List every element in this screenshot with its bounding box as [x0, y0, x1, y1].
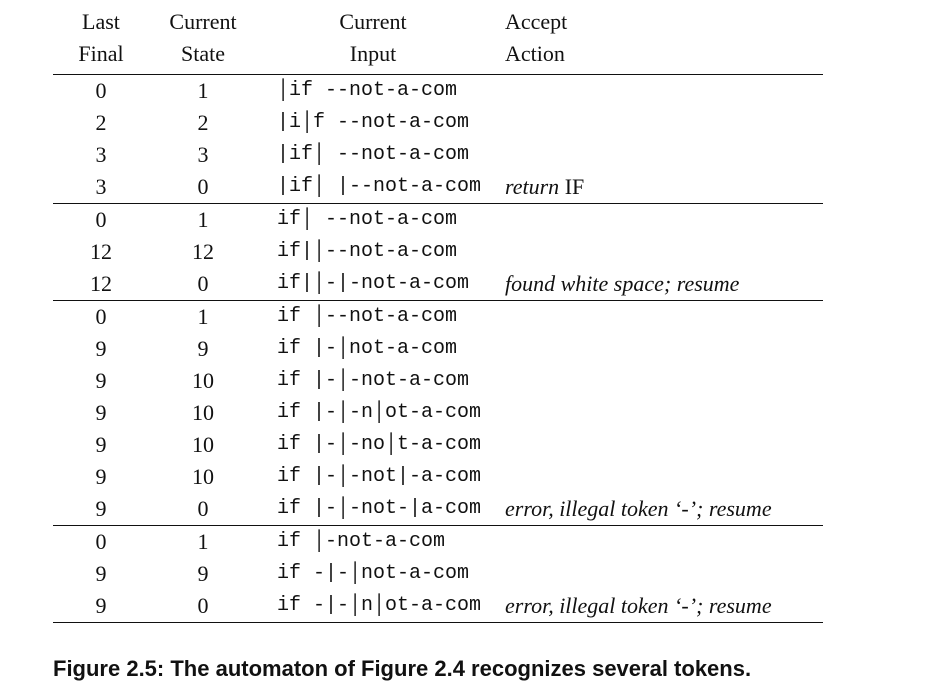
- header-line: Current: [339, 9, 407, 34]
- current-input-cell: │if --not-a-com: [277, 79, 458, 102]
- table-row: 3 0 |if│ |--not-a-com return IF: [53, 171, 823, 203]
- current-input-cell: if |-│-n│ot-a-com: [277, 401, 482, 424]
- last-final-cell: 9: [95, 561, 107, 586]
- current-state-cell: 1: [197, 304, 209, 329]
- row-group: 0 1 if │-not-a-com 9 9 if -|-│not-a-com 9 0 if -…: [53, 526, 823, 623]
- table-row: 9 0 if -|-│n│ot-a-com error, illegal token …: [53, 590, 823, 622]
- last-final-cell: 9: [95, 368, 107, 393]
- table-row: 9 10 if |-│-not-a-com: [53, 365, 823, 397]
- figure-caption: Figure 2.5: The automaton of Figure 2.4 …: [53, 656, 752, 681]
- current-input-cell: if |-│-not-a-com: [277, 369, 470, 392]
- header-line: Final: [78, 41, 124, 66]
- last-final-cell: 0: [95, 207, 107, 232]
- action-text: return: [505, 174, 565, 199]
- table-row: 9 0 if |-│-not-|a-com error, illegal token …: [53, 493, 823, 525]
- action-text: error, illegal token ‘-’; resume: [505, 593, 772, 618]
- header-line: State: [181, 41, 225, 66]
- current-input-cell: if |-│not-a-com: [277, 337, 458, 360]
- current-state-cell: 1: [197, 207, 209, 232]
- accept-action-cell: error, illegal token ‘-’; resume: [505, 493, 772, 525]
- header-line: Current: [169, 9, 237, 34]
- last-final-cell: 2: [95, 110, 107, 135]
- accept-action-cell: return IF: [505, 171, 584, 203]
- accept-action-cell: found white space; resume: [505, 268, 739, 300]
- last-final-cell: 9: [95, 336, 107, 361]
- current-state-cell: 10: [192, 432, 214, 457]
- table-row: 0 1 if│ --not-a-com: [53, 204, 823, 236]
- table-row: 9 9 if -|-│not-a-com: [53, 558, 823, 590]
- current-input-cell: |if│ |--not-a-com: [277, 175, 482, 198]
- last-final-cell: 0: [95, 529, 107, 554]
- header-current-input: Current Input: [313, 6, 433, 70]
- table-row: 9 9 if |-│not-a-com: [53, 333, 823, 365]
- current-state-cell: 0: [197, 271, 209, 296]
- table-row: 9 10 if |-│-not|-a-com: [53, 461, 823, 493]
- current-state-cell: 1: [197, 529, 209, 554]
- current-state-cell: 2: [197, 110, 209, 135]
- current-state-cell: 10: [192, 368, 214, 393]
- current-input-cell: if -|-│not-a-com: [277, 562, 470, 585]
- table-row: 0 1 if │--not-a-com: [53, 301, 823, 333]
- last-final-cell: 0: [95, 304, 107, 329]
- table-row: 12 12 if|│--not-a-com: [53, 236, 823, 268]
- header-line: Accept: [505, 9, 568, 34]
- current-state-cell: 1: [197, 78, 209, 103]
- current-state-cell: 0: [197, 496, 209, 521]
- header-last-final: Last Final: [53, 6, 149, 70]
- table-row: 9 10 if |-│-no│t-a-com: [53, 429, 823, 461]
- header-current-state: Current State: [153, 6, 253, 70]
- table-header: Last Final Current State Current Input A…: [53, 0, 823, 75]
- current-state-cell: 9: [197, 336, 209, 361]
- current-input-cell: if |-│-not-|a-com: [277, 497, 482, 520]
- current-state-cell: 12: [192, 239, 214, 264]
- current-input-cell: if|│-|-not-a-com: [277, 272, 470, 295]
- current-input-cell: if│ --not-a-com: [277, 208, 458, 231]
- table-row: 3 3 |if│ --not-a-com: [53, 139, 823, 171]
- table-row: 2 2 |i│f --not-a-com: [53, 107, 823, 139]
- header-line: Last: [82, 9, 120, 34]
- current-input-cell: if |-│-no│t-a-com: [277, 433, 482, 456]
- last-final-cell: 12: [90, 239, 112, 264]
- last-final-cell: 9: [95, 400, 107, 425]
- current-state-cell: 10: [192, 400, 214, 425]
- current-state-cell: 0: [197, 593, 209, 618]
- current-state-cell: 0: [197, 174, 209, 199]
- row-group: 0 1 if│ --not-a-com 12 12 if|│--not-a-com 12 0 i…: [53, 204, 823, 301]
- last-final-cell: 3: [95, 142, 107, 167]
- row-group: 0 1 if │--not-a-com 9 9 if |-│not-a-com 9 10 if …: [53, 301, 823, 526]
- last-final-cell: 9: [95, 432, 107, 457]
- current-input-cell: if │--not-a-com: [277, 305, 458, 328]
- last-final-cell: 9: [95, 593, 107, 618]
- current-input-cell: |i│f --not-a-com: [277, 111, 470, 134]
- current-input-cell: if |-│-not|-a-com: [277, 465, 482, 488]
- action-text: found white space; resume: [505, 271, 740, 296]
- header-accept-action: Accept Action: [505, 6, 567, 70]
- current-input-cell: if|│--not-a-com: [277, 240, 458, 263]
- accept-action-cell: error, illegal token ‘-’; resume: [505, 590, 772, 622]
- last-final-cell: 3: [95, 174, 107, 199]
- last-final-cell: 9: [95, 464, 107, 489]
- table-body: 0 1 │if --not-a-com 2 2 |i│f --not-a-com 3 3 |if…: [53, 75, 823, 623]
- current-input-cell: if │-not-a-com: [277, 530, 446, 553]
- last-final-cell: 0: [95, 78, 107, 103]
- last-final-cell: 9: [95, 496, 107, 521]
- header-line: Input: [349, 41, 397, 66]
- table-row: 12 0 if|│-|-not-a-com found white space; re…: [53, 268, 823, 300]
- table-row: 0 1 │if --not-a-com: [53, 75, 823, 107]
- row-group: 0 1 │if --not-a-com 2 2 |i│f --not-a-com 3 3 |if…: [53, 75, 823, 204]
- current-input-cell: if -|-│n│ot-a-com: [277, 594, 482, 617]
- current-state-cell: 10: [192, 464, 214, 489]
- current-input-cell: |if│ --not-a-com: [277, 143, 470, 166]
- token-trace-table: Last Final Current State Current Input A…: [53, 0, 823, 623]
- current-state-cell: 3: [197, 142, 209, 167]
- last-final-cell: 12: [90, 271, 112, 296]
- table-row: 0 1 if │-not-a-com: [53, 526, 823, 558]
- header-line: Action: [505, 41, 565, 66]
- current-state-cell: 9: [197, 561, 209, 586]
- table-row: 9 10 if |-│-n│ot-a-com: [53, 397, 823, 429]
- action-text: error, illegal token ‘-’; resume: [505, 496, 772, 521]
- action-token-name: IF: [564, 174, 585, 199]
